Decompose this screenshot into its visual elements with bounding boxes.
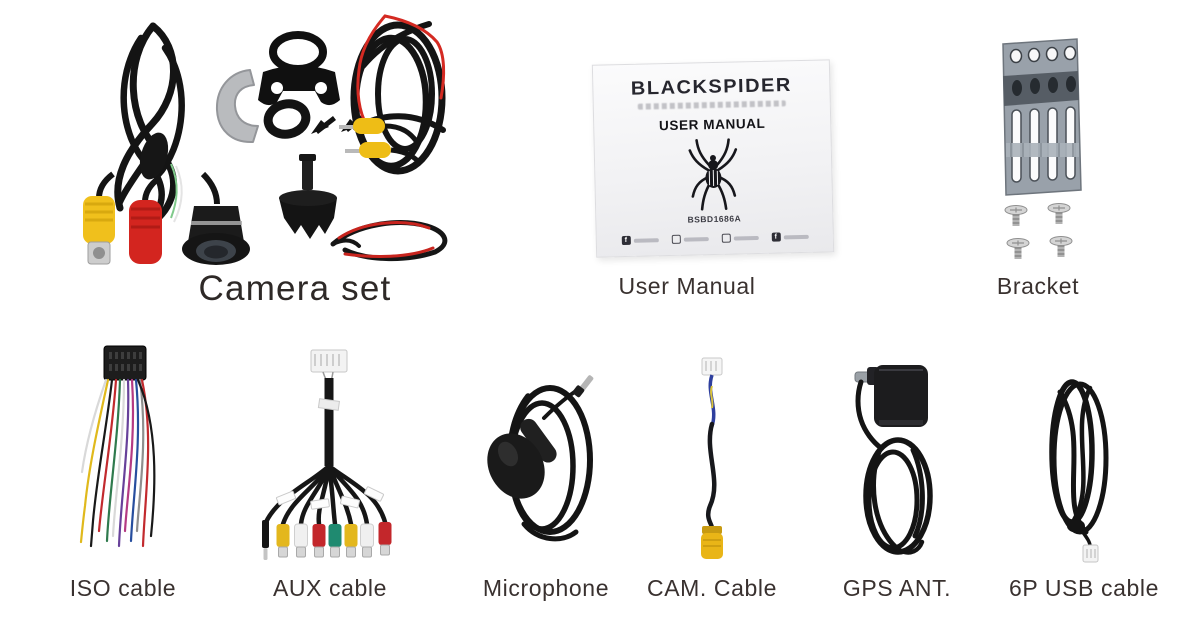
brand-tagline-blur xyxy=(637,100,786,110)
social-item: f xyxy=(771,232,809,242)
bracket-label: Bracket xyxy=(996,273,1080,299)
website-icon xyxy=(721,233,731,243)
brand-logo: BLACKSPIDER xyxy=(630,74,793,100)
social-text-blur xyxy=(783,234,809,239)
gps-ant-photo xyxy=(854,365,933,555)
cam-cable-label: CAM. Cable xyxy=(647,575,777,601)
social-item xyxy=(671,234,709,244)
aux-cable-label: AUX cable xyxy=(272,575,388,601)
facebook-icon: f xyxy=(621,235,631,246)
user-manual-photo: BLACKSPIDER USER MANUAL BSBD1686A f xyxy=(591,59,835,258)
camera-set-label: Camera set xyxy=(198,269,392,308)
social-text-blur xyxy=(633,237,659,243)
usb-cable-label: 6P USB cable xyxy=(1009,575,1159,601)
microphone-photo xyxy=(487,375,594,542)
spider-logo-icon xyxy=(688,138,738,211)
social-item xyxy=(721,233,759,243)
instagram-icon xyxy=(671,234,681,244)
social-text-blur xyxy=(733,235,759,241)
manual-title: USER MANUAL xyxy=(658,115,766,134)
user-manual-label: User Manual xyxy=(618,273,756,299)
usb-cable-photo xyxy=(1049,379,1109,563)
manual-model-number: BSBD1686A xyxy=(687,213,742,225)
aux-cable-photo xyxy=(262,349,392,560)
iso-cable-label: ISO cable xyxy=(69,575,177,601)
bracket-photo xyxy=(1002,38,1082,259)
social-text-blur xyxy=(683,236,709,242)
manual-social-row: f f xyxy=(621,232,809,246)
social-item: f xyxy=(621,235,659,246)
cam-cable-photo xyxy=(701,357,723,559)
iso-cable-photo xyxy=(79,345,156,548)
camera-set-photo xyxy=(83,14,448,265)
gps-ant-label: GPS ANT. xyxy=(842,575,952,601)
facebook-icon: f xyxy=(771,232,781,242)
microphone-label: Microphone xyxy=(482,575,610,601)
